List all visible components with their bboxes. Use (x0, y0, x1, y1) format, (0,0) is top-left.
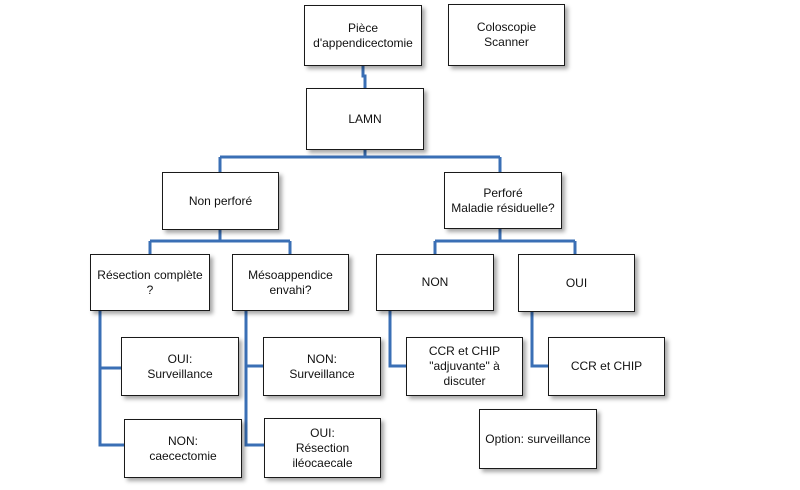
connector-oui-ccr (530, 312, 548, 368)
connector-non-ccr (388, 311, 406, 368)
box-line: Mésoappendice (248, 267, 333, 282)
lamn-box: LAMN (306, 88, 424, 150)
box-line: CCR et CHIP (570, 359, 643, 373)
piece-appendicectomie-box: Pièce d'appendicectomie (304, 5, 422, 66)
box-line: OUI: (310, 425, 335, 440)
box-line: LAMN (348, 111, 382, 126)
box-line: iléocaecale (292, 455, 353, 470)
box-line: Surveillance (147, 366, 213, 381)
box-line: Non perforé (188, 193, 253, 208)
box-line: Scanner (484, 35, 529, 49)
mesoappendice-box: Mésoappendice envahi? (232, 254, 349, 311)
box-line: OUI: (167, 351, 193, 366)
box-line: caecectomie (149, 448, 217, 463)
box-line: Résection complète (97, 267, 203, 282)
box-line: Résection (295, 440, 350, 455)
non-residual-box: NON (376, 254, 494, 311)
oui-resection-ileocaecale-box: OUI: Résection iléocaecale (264, 418, 381, 478)
connector-perfore-split (433, 229, 577, 254)
box-line: Coloscopie (476, 20, 537, 34)
box-line: ? (146, 282, 154, 297)
ccr-chip-adjuvante-box: CCR et CHIP "adjuvante" à discuter (406, 337, 523, 396)
box-line: d'appendicectomie (313, 35, 413, 50)
connector-lamn-split (218, 150, 502, 172)
box-line: CCR et CHIP (428, 344, 501, 358)
box-line: OUI (565, 275, 588, 290)
box-line: Perforé (483, 185, 523, 200)
connector-piece-lamn (361, 66, 367, 88)
non-perfore-box: Non perforé (162, 172, 279, 230)
box-line: Surveillance (289, 366, 355, 381)
oui-residual-box: OUI (518, 254, 635, 312)
connector-resection-branches (98, 311, 124, 447)
box-line: Maladie résiduelle? (451, 200, 555, 215)
resection-complete-box: Résection complète ? (90, 254, 210, 311)
connector-nonperfore-split (148, 230, 292, 254)
box-line: "adjuvante" à (429, 359, 500, 373)
box-line: envahi? (269, 282, 312, 297)
box-line: Option: surveillance (485, 431, 591, 446)
ccr-chip-box: CCR et CHIP (548, 337, 665, 396)
box-line: discuter (443, 374, 486, 388)
oui-surveillance-box: OUI: Surveillance (121, 337, 239, 396)
perfore-box: Perforé Maladie résiduelle? (444, 172, 562, 229)
box-line: Pièce (347, 20, 379, 35)
connector-meso-branches (244, 311, 264, 447)
non-surveillance-box: NON: Surveillance (263, 337, 381, 396)
box-line: NON: (307, 351, 337, 366)
box-line: NON: (168, 433, 198, 448)
coloscopie-scanner-box: Coloscopie Scanner (448, 4, 565, 66)
non-caecectomie-box: NON: caecectomie (124, 419, 242, 478)
option-surveillance-box: Option: surveillance (479, 409, 597, 469)
box-line: NON (421, 275, 449, 289)
